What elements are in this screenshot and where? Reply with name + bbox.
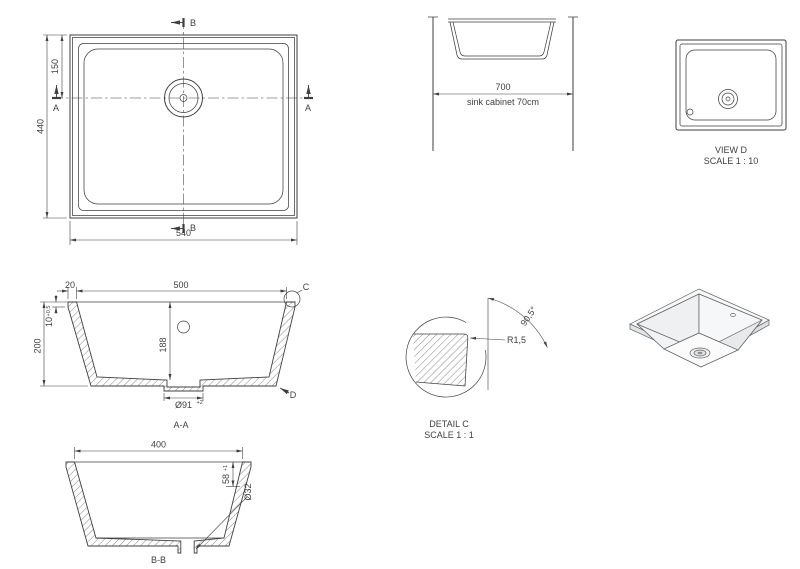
detail-c-title: DETAIL C [429, 419, 469, 429]
drain-flange [164, 78, 203, 118]
dim-58: 58 [221, 474, 231, 484]
sink-rim-edge [72, 37, 295, 216]
dim-150: 150 [50, 59, 60, 74]
section-label-a-left: A [53, 103, 59, 113]
aa-overflow-hole [177, 320, 190, 334]
drain-waste [168, 83, 199, 113]
dim-10-tol: +0,5 [46, 306, 52, 317]
dim-91-tol: +2 [197, 400, 203, 406]
dim-20: 20 [65, 280, 75, 290]
dim-radius: R1,5 [507, 335, 526, 345]
section-aa: 500 20 10 +0,5 200 188 Ø91 +2 C D A-A [33, 280, 310, 430]
detail-d-arrow [279, 387, 290, 395]
section-label-b-top: B [190, 18, 196, 28]
detail-c-view: 90,5° R1,5 DETAIL C SCALE 1 : 1 [405, 297, 548, 440]
dim-58-tol: +1 [223, 465, 229, 471]
dim-10: 10 [44, 317, 54, 327]
plan-view: A A B B 440 150 540 [36, 18, 313, 245]
viewd-hole [686, 108, 694, 116]
sink-outer-profile [449, 21, 555, 60]
viewd-inner-edge [679, 43, 783, 127]
section-bb: 400 58 +1 Ø32 B-B [65, 440, 253, 565]
detail-c-circle [283, 290, 301, 308]
bowl-bottom-edge [83, 48, 284, 205]
sink-inner-profile [452, 21, 552, 57]
section-bb-title: B-B [151, 555, 166, 565]
detail-c-scale: SCALE 1 : 1 [424, 430, 474, 440]
waste-leader [195, 496, 248, 550]
angle-arc [487, 297, 548, 348]
detail-d-label: D [290, 390, 297, 400]
dim-440: 440 [36, 119, 46, 134]
view-d: VIEW D SCALE 1 : 10 [675, 39, 787, 166]
dim-188: 188 [158, 337, 168, 352]
drain-center [179, 94, 188, 102]
front-view: 700 sink cabinet 70cm [428, 16, 578, 151]
viewd-drain-center [725, 96, 731, 102]
detail-material-hatch [413, 334, 468, 386]
section-aa-title: A-A [173, 420, 188, 430]
section-label-b-bottom: B [190, 223, 196, 233]
detail-c-label: C [303, 282, 310, 292]
detail-rim-profile [413, 333, 469, 387]
viewd-drain-inner [721, 92, 735, 106]
section-label-a-right: A [305, 103, 311, 113]
dim-540: 540 [176, 228, 191, 238]
dim-400: 400 [151, 440, 166, 450]
aa-wall-section [67, 301, 296, 392]
viewd-bowl-edge [685, 49, 777, 121]
dim-angle: 90,5° [518, 304, 539, 327]
dim-500: 500 [173, 280, 188, 290]
viewd-title: VIEW D [715, 145, 748, 155]
dim-91: Ø91 [175, 400, 192, 410]
dim-200: 200 [33, 338, 43, 353]
bb-wall-section-left [65, 461, 182, 554]
dim-700: 700 [495, 82, 510, 92]
viewd-scale: SCALE 1 : 10 [704, 156, 759, 166]
sink-outer-edge [69, 34, 298, 219]
isometric-view [629, 288, 770, 368]
radius-leader [469, 336, 506, 341]
detail-boundary-arc [405, 316, 487, 398]
cabinet-caption: sink cabinet 70cm [467, 97, 539, 107]
viewd-drain-outer [718, 89, 738, 109]
iso-overflow-hole [730, 313, 736, 317]
iso-drain-hole [697, 351, 703, 355]
dim-32: Ø32 [243, 483, 253, 500]
detail-c-leader [296, 289, 303, 294]
bowl-opening-edge [78, 43, 289, 211]
viewd-outer-edge [675, 39, 787, 131]
